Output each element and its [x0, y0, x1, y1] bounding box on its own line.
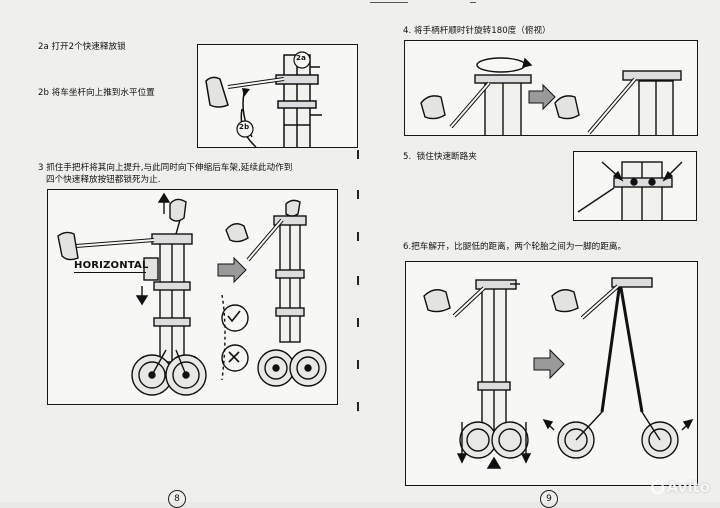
- step-2a-text: 2a 打开2个快速释放锁: [38, 42, 126, 52]
- step-3-text-line2: 四个快速释放按钮都锁死为止.: [46, 175, 161, 185]
- figure-5-lock: [573, 151, 697, 221]
- step-3-text-line1: 3 抓住手把杆将其向上提升,与此同时向下伸缩后车架,延续此动作到: [38, 163, 293, 173]
- watermark-text: Avito: [666, 478, 710, 496]
- figure-2-drawing: [205, 51, 322, 147]
- watermark: Avito: [650, 478, 710, 496]
- step-2b-text: 2b 将车坐杆向上推到水平位置: [38, 88, 155, 98]
- figure-5-drawing: [577, 161, 683, 220]
- watermark-logo-icon: [650, 481, 664, 494]
- scan-mark: [470, 2, 476, 3]
- figure-3-fold: HORIZONTAL: [47, 189, 338, 405]
- figure-4-rotate: [404, 40, 698, 136]
- step-4-text: 4. 将手柄杆顺时针旋转180度（俯视）: [403, 26, 551, 36]
- step-6-text: 6.把车解开，比腿低的距离，两个轮胎之间为一脚的距离。: [403, 242, 627, 252]
- callout-2a: 2a: [296, 54, 306, 62]
- figure-6-drawing: [423, 277, 694, 469]
- page-number-right: 9: [540, 490, 558, 508]
- page-fold: [356, 0, 360, 502]
- figure-3-drawing: [57, 192, 327, 396]
- figure-6-unfold: [405, 261, 698, 486]
- horizontal-label: HORIZONTAL: [74, 260, 149, 271]
- scan-mark: [370, 2, 408, 3]
- figure-4-drawing: [420, 57, 682, 135]
- horizontal-underline: [74, 272, 146, 274]
- page-number-left: 8: [168, 490, 186, 508]
- step-5-text: 5. 锁住快速断路夹: [403, 152, 477, 162]
- figure-2-unlock: 2a 2b: [197, 44, 358, 148]
- callout-2b: 2b: [239, 123, 250, 131]
